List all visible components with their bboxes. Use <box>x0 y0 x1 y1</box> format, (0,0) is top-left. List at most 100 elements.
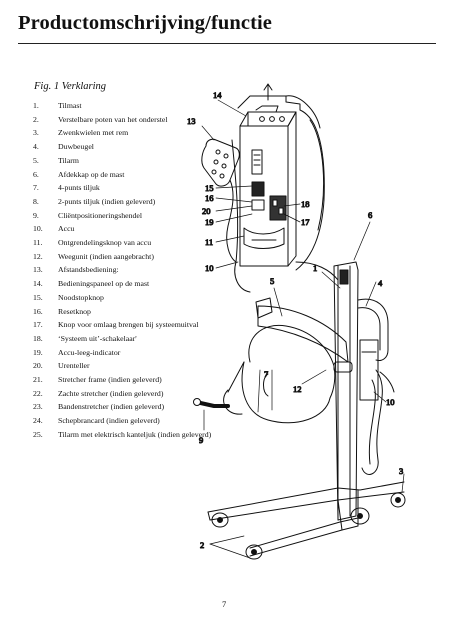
legend-number: 12. <box>33 251 43 261</box>
legend-number: 9. <box>33 210 39 220</box>
legend-text: Tilmast <box>58 101 82 110</box>
legend-item: 4. Duwbeugel <box>33 140 233 154</box>
wheel-icon <box>390 492 406 508</box>
legend-item: 22.Zachte stretcher (indien geleverd) <box>33 387 233 401</box>
legend-item: 11. Ontgrendelingsknop van accu <box>33 236 233 250</box>
legend-item: 15. Noodstopknop <box>33 291 233 305</box>
callout-label: 6 <box>368 210 372 220</box>
legend-text: Afstandsbediening: <box>58 265 119 275</box>
legend-number: 19. <box>33 347 43 357</box>
legend-text: Bedieningspaneel op de mast <box>58 279 150 289</box>
legend-number: 20. <box>33 361 43 371</box>
legend-item: 19. Accu-leeg-indicator <box>33 346 233 360</box>
legend-number: 7. <box>33 183 39 193</box>
legend-text: Bandenstretcher (indien geleverd) <box>58 402 165 412</box>
legend-item: 1.Tilmast <box>33 99 233 113</box>
legend-text: Verstelbare poten van het onderstel <box>58 114 168 124</box>
legend-text: Urenteller <box>58 361 90 371</box>
page-number: 7 <box>222 599 227 609</box>
legend-text: Accu-leeg-indicator <box>58 347 121 357</box>
legend-item: 17. Knop voor omlaag brengen bij systeemu… <box>33 318 233 332</box>
callout-label: 12 <box>293 384 302 394</box>
legend-item: 14. Bedieningspaneel op de mast <box>33 277 233 291</box>
callout-label: 14 <box>213 90 222 100</box>
figure-caption: Fig. 1 Verklaring <box>34 81 107 92</box>
legend-number: 5. <box>33 155 39 165</box>
legend-text: Afdekkap op de mast <box>58 169 125 179</box>
page-title: Productomschrijving/functie <box>18 12 272 34</box>
callout-leader-lines <box>201 99 405 559</box>
legend-number: 14. <box>33 279 43 289</box>
legend-number: 23. <box>33 402 43 412</box>
callout-labels: 14 13 15 16 20 19 11 10 18 17 6 1 5 4 7 … <box>187 90 404 551</box>
legend-number: 4. <box>33 142 39 152</box>
patient-lift-drawing <box>193 261 406 560</box>
callout-label: 18 <box>301 199 310 209</box>
callout-label: 9 <box>199 435 203 445</box>
legend-item: 20. Urenteller <box>33 359 233 373</box>
callout-label: 3 <box>399 466 403 476</box>
legend-item: 8. 2-punts tiljuk (indien geleverd) <box>33 195 233 209</box>
legend-number: 21. <box>33 375 43 385</box>
figure-legend: 1.Tilmast 2. Verstelbare poten van het on… <box>33 99 233 442</box>
legend-number: 6. <box>33 169 39 179</box>
legend-text: Tilarm met elektrisch kanteljuk (indien … <box>58 429 212 439</box>
callout-label: 10 <box>205 263 214 273</box>
legend-item: 3. Zwenkwielen met rem <box>33 126 233 140</box>
callout-label: 20 <box>202 206 211 216</box>
callout-label: 19 <box>205 217 214 227</box>
legend-number: 3. <box>33 128 39 138</box>
wheel-icon <box>245 544 263 560</box>
legend-text: Resetknop <box>58 306 91 316</box>
legend-number: 10. <box>33 224 43 234</box>
title-divider <box>18 43 436 44</box>
legend-number: 17. <box>33 320 43 330</box>
legend-number: 11. <box>33 238 43 248</box>
legend-text: Zwenkwielen met rem <box>58 128 129 138</box>
legend-number: 13. <box>33 265 43 275</box>
legend-text: Noodstopknop <box>58 292 104 302</box>
legend-number: 24. <box>33 416 43 426</box>
legend-number: 8. <box>33 196 39 206</box>
callout-label: 17 <box>301 217 310 227</box>
callout-label: 15 <box>205 183 214 193</box>
legend-text: Tilarm <box>58 155 79 165</box>
legend-text: Ontgrendelingsknop van accu <box>58 238 152 248</box>
legend-item: 13. Afstandsbediening: <box>33 263 233 277</box>
legend-text: 4-punts tiljuk <box>58 183 100 193</box>
legend-item: 23. Bandenstretcher (indien geleverd) <box>33 400 233 414</box>
legend-text: Accu <box>58 224 75 234</box>
callout-label: 5 <box>270 276 274 286</box>
legend-text: Duwbeugel <box>58 142 94 152</box>
callout-label: 16 <box>205 193 214 203</box>
legend-item: 7. 4-punts tiljuk <box>33 181 233 195</box>
wheel-icon <box>350 507 370 525</box>
legend-number: 18. <box>33 333 43 343</box>
legend-text: Zachte stretcher (indien geleverd) <box>58 388 164 398</box>
legend-text: ‘Systeem uit’-schakelaar' <box>58 333 137 343</box>
legend-item: 12. Weegunit (indien aangebracht) <box>33 250 233 264</box>
legend-text: 2-punts tiljuk (indien geleverd) <box>58 196 156 206</box>
legend-text: Knop voor omlaag brengen bij systeemuitv… <box>58 320 199 330</box>
legend-number: 2. <box>33 114 39 124</box>
legend-text: Stretcher frame (indien geleverd) <box>58 375 162 385</box>
legend-number: 25. <box>33 429 43 439</box>
callout-label: 2 <box>200 540 204 550</box>
callout-label: 4 <box>378 278 383 288</box>
legend-item: 18. ‘Systeem uit’-schakelaar' <box>33 332 233 346</box>
legend-number: 15. <box>33 292 43 302</box>
legend-item: 10. Accu <box>33 222 233 236</box>
legend-item: 24. Schepbrancard (indien geleverd) <box>33 414 233 428</box>
mast-panel-detail <box>231 83 339 293</box>
legend-text: Schepbrancard (indien geleverd) <box>58 416 160 426</box>
callout-label: 1 <box>313 263 317 273</box>
legend-item: 25. Tilarm met elektrisch kanteljuk (indi… <box>33 428 233 442</box>
legend-item: 21. Stretcher frame (indien geleverd) <box>33 373 233 387</box>
wheel-icon <box>211 512 229 528</box>
legend-text: Weegunit (indien aangebracht) <box>58 251 154 261</box>
callout-label: 10 <box>386 397 395 407</box>
legend-number: 16. <box>33 306 43 316</box>
legend-item: 16. Resetknop <box>33 305 233 319</box>
callout-label: 13 <box>187 116 196 126</box>
